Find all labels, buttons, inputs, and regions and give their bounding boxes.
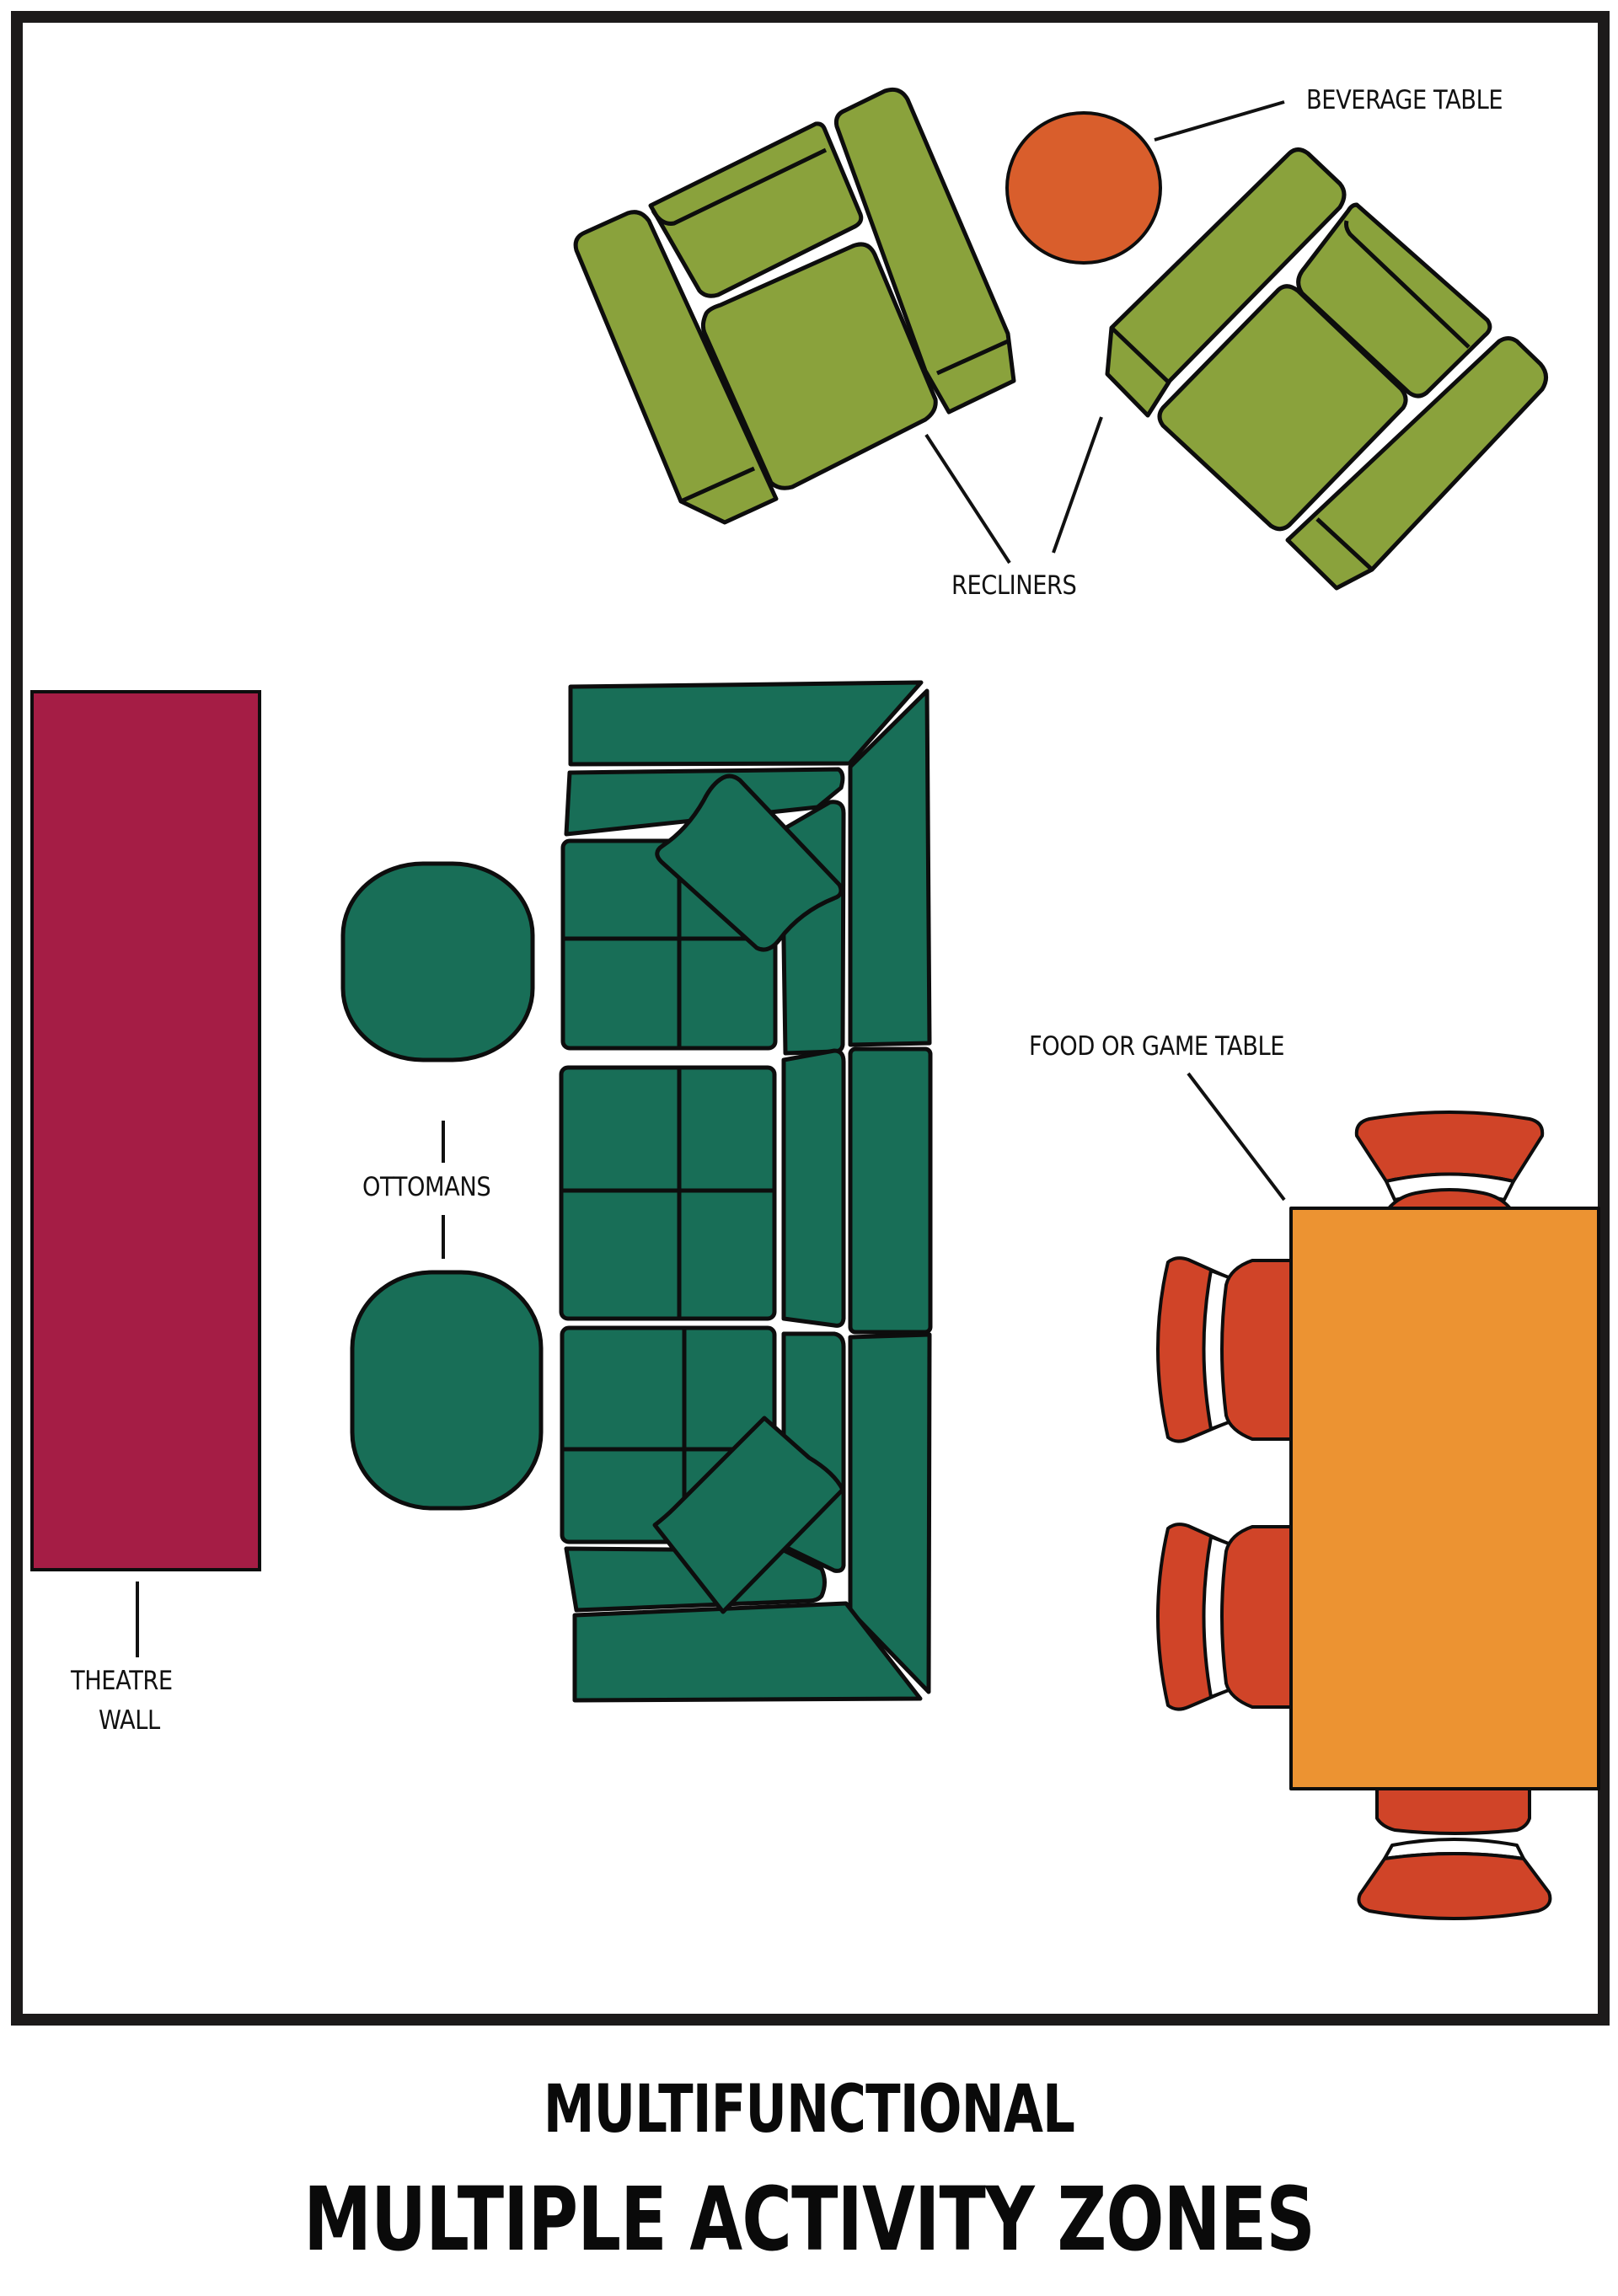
sofa-pillow-top <box>655 773 844 952</box>
title-line-1-text: MULTIFUNCTIONAL <box>543 2072 1075 2148</box>
ottomans-label: OTTOMANS <box>362 1172 491 1202</box>
recliners-label: RECLINERS <box>951 570 1077 601</box>
title-line-1: MULTIFUNCTIONAL <box>0 2077 1618 2143</box>
recliner-right-arm-bottom <box>1285 336 1548 591</box>
recliner-left-backrest <box>648 121 864 298</box>
ottoman-bottom <box>350 1270 544 1511</box>
beverage-table <box>1005 100 1285 265</box>
recliner-left-arm-left <box>573 210 779 525</box>
theatre-wall <box>30 690 261 1657</box>
chair-left-1 <box>1156 1256 1293 1443</box>
recliner-right <box>1105 147 1548 591</box>
recliner-left-seat <box>700 242 938 490</box>
theatre-wall-label-line2: WALL <box>99 1705 160 1736</box>
game-table-chairs <box>1156 1072 1600 1920</box>
title-line-2-text: MULTIPLE ACTIVITY ZONES <box>303 2168 1315 2271</box>
sofa-arm-top <box>568 680 924 767</box>
ottomans <box>340 861 544 1511</box>
sofa-back-lower <box>848 1332 932 1694</box>
recliner-left <box>573 87 1016 525</box>
theatre-wall-label-line1: THEATRE <box>71 1666 173 1696</box>
sofa-seat-middle <box>559 1065 777 1321</box>
sofa-pillow-bottom <box>652 1416 845 1614</box>
sofa-back-upper <box>848 688 932 1047</box>
sofa-arm-bottom <box>572 1601 923 1703</box>
recliner-right-arm-top <box>1105 147 1347 418</box>
food-game-table-label: FOOD OR GAME TABLE <box>1029 1031 1285 1062</box>
recliner-right-seat <box>1157 284 1408 532</box>
recliners-leader-right <box>1052 416 1103 554</box>
chair-left-2 <box>1156 1523 1293 1711</box>
sectional-sofa <box>559 680 933 1703</box>
game-table-leader-line <box>1187 1072 1286 1202</box>
game-table <box>1289 1207 1600 1790</box>
recliner-right-backrest <box>1296 202 1492 399</box>
sofa-back-middle <box>848 1046 933 1335</box>
recliners-leader-left <box>924 433 1011 565</box>
beverage-table-label: BEVERAGE TABLE <box>1306 85 1503 115</box>
ottoman-top <box>340 861 535 1062</box>
sofa-back-cushion-middle <box>781 1048 846 1328</box>
title-line-2: MULTIPLE ACTIVITY ZONES <box>0 2176 1618 2263</box>
chair-top <box>1354 1111 1545 1210</box>
chair-bottom <box>1357 1787 1552 1920</box>
beverage-table-leader-line <box>1154 100 1285 142</box>
recliner-left-arm-right <box>834 87 1016 415</box>
